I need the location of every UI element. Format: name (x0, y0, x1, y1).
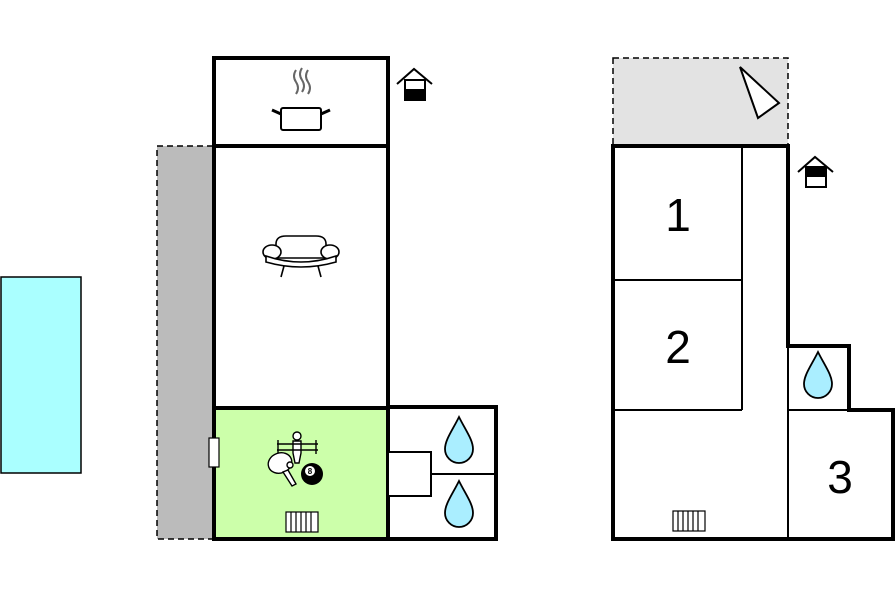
bedroom-3-label: 3 (827, 451, 853, 503)
cooking-pot-icon (293, 67, 311, 95)
radiator-icon (285, 511, 319, 533)
house-entrance-icon (797, 155, 834, 188)
staircase (387, 451, 432, 497)
bedroom-2-label: 2 (665, 321, 691, 373)
billiard-ball-icon: 8 (301, 463, 323, 485)
cooking-pot-body (271, 107, 331, 131)
sun-lounger-icon (739, 66, 781, 120)
bedroom-1-label: 1 (665, 189, 691, 241)
table-football-icon (277, 431, 318, 464)
water-drop-icon (444, 478, 474, 528)
door-icon (208, 437, 220, 468)
house-entrance-icon (396, 67, 433, 101)
living-room-walls (212, 144, 390, 410)
radiator-icon (672, 510, 706, 532)
ping-pong-icon (267, 452, 297, 487)
swimming-pool (0, 276, 82, 474)
water-drop-icon (444, 414, 474, 464)
floor-plan-first-floor: 1 2 3 (611, 57, 895, 541)
sofa-icon (262, 235, 340, 278)
terrace-area (156, 145, 215, 540)
svg-text:8: 8 (308, 467, 313, 476)
water-drop-icon (803, 349, 833, 399)
floor-plan-ground-floor: 8 (156, 56, 498, 541)
